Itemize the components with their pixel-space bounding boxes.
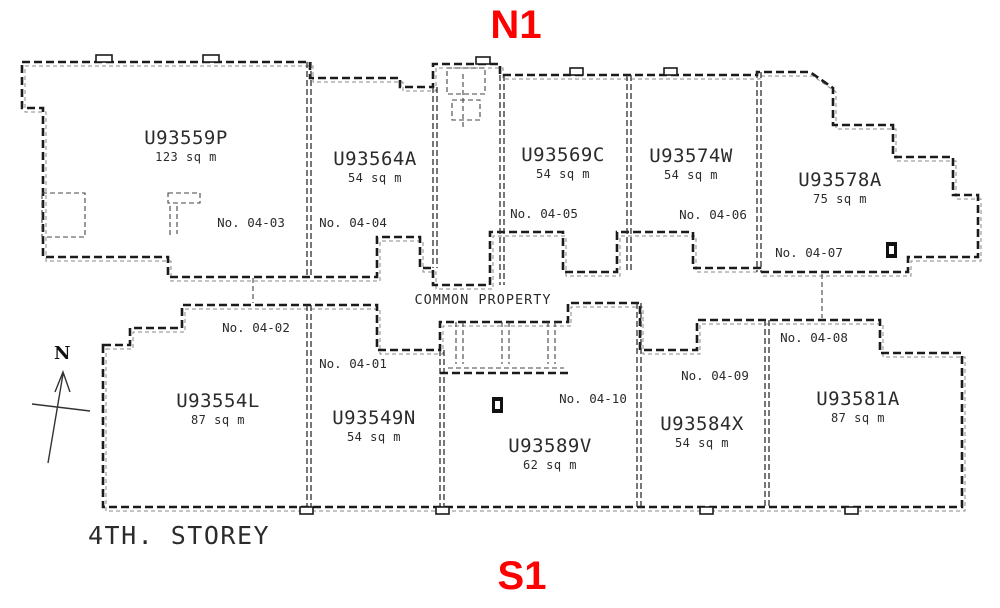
riser-symbols bbox=[492, 242, 897, 413]
unit-label-u93569c: U93569C 54 sq m bbox=[521, 144, 605, 182]
unit-area: 54 sq m bbox=[346, 430, 402, 444]
unit-name: U93569C bbox=[521, 144, 605, 166]
unit-area: 87 sq m bbox=[190, 413, 246, 427]
wall-notches bbox=[95, 54, 859, 515]
unit-number: No. 04-06 bbox=[679, 207, 747, 222]
unit-number: No. 04-07 bbox=[775, 245, 843, 260]
unit-label-u93549n: U93549N 54 sq m bbox=[332, 407, 416, 445]
compass-letter: N bbox=[54, 343, 71, 364]
unit-number: No. 04-04 bbox=[319, 215, 387, 230]
unit-area: 54 sq m bbox=[347, 171, 403, 185]
unit-name: U93564A bbox=[333, 148, 417, 170]
unit-name: U93581A bbox=[816, 388, 900, 410]
unit-number: No. 04-03 bbox=[217, 215, 285, 230]
north-arrow-icon bbox=[31, 370, 91, 464]
unit-name: U93559P bbox=[144, 127, 228, 149]
section-label-n1: N1 bbox=[490, 3, 542, 47]
unit-label-u93589v: U93589V 62 sq m bbox=[508, 435, 592, 473]
unit-area: 54 sq m bbox=[535, 167, 591, 181]
unit-label-u93584x: U93584X 54 sq m bbox=[660, 413, 744, 451]
unit-area: 54 sq m bbox=[674, 436, 730, 450]
section-label-s1: S1 bbox=[497, 554, 547, 598]
unit-number: No. 04-01 bbox=[319, 356, 387, 371]
unit-number: No. 04-05 bbox=[510, 206, 578, 221]
unit-name: U93554L bbox=[176, 390, 260, 412]
unit-name: U93589V bbox=[508, 435, 592, 457]
unit-area: 87 sq m bbox=[830, 411, 886, 425]
unit-name: U93584X bbox=[660, 413, 744, 435]
common-property-label: COMMON PROPERTY bbox=[414, 292, 552, 308]
unit-label-u93564a: U93564A 54 sq m bbox=[333, 148, 417, 186]
unit-name: U93549N bbox=[332, 407, 416, 429]
unit-label-u93559p: U93559P 123 sq m bbox=[144, 127, 228, 165]
unit-name: U93574W bbox=[649, 145, 733, 167]
unit-number: No. 04-02 bbox=[222, 320, 290, 335]
unit-label-u93574w: U93574W 54 sq m bbox=[649, 145, 733, 183]
unit-label-u93581a: U93581A 87 sq m bbox=[816, 388, 900, 426]
unit-area: 123 sq m bbox=[155, 150, 217, 164]
unit-name: U93578A bbox=[798, 169, 882, 191]
unit-number: No. 04-10 bbox=[559, 391, 627, 406]
unit-area: 75 sq m bbox=[812, 192, 868, 206]
storey-label: 4TH. STOREY bbox=[88, 521, 271, 550]
unit-label-u93554l: U93554L 87 sq m bbox=[176, 390, 260, 428]
unit-area: 54 sq m bbox=[663, 168, 719, 182]
detail-dashed-lines bbox=[41, 67, 823, 369]
unit-label-u93578a: U93578A 75 sq m bbox=[798, 169, 882, 207]
unit-number: No. 04-08 bbox=[780, 330, 848, 345]
unit-number: No. 04-09 bbox=[681, 368, 749, 383]
unit-area: 62 sq m bbox=[522, 458, 578, 472]
